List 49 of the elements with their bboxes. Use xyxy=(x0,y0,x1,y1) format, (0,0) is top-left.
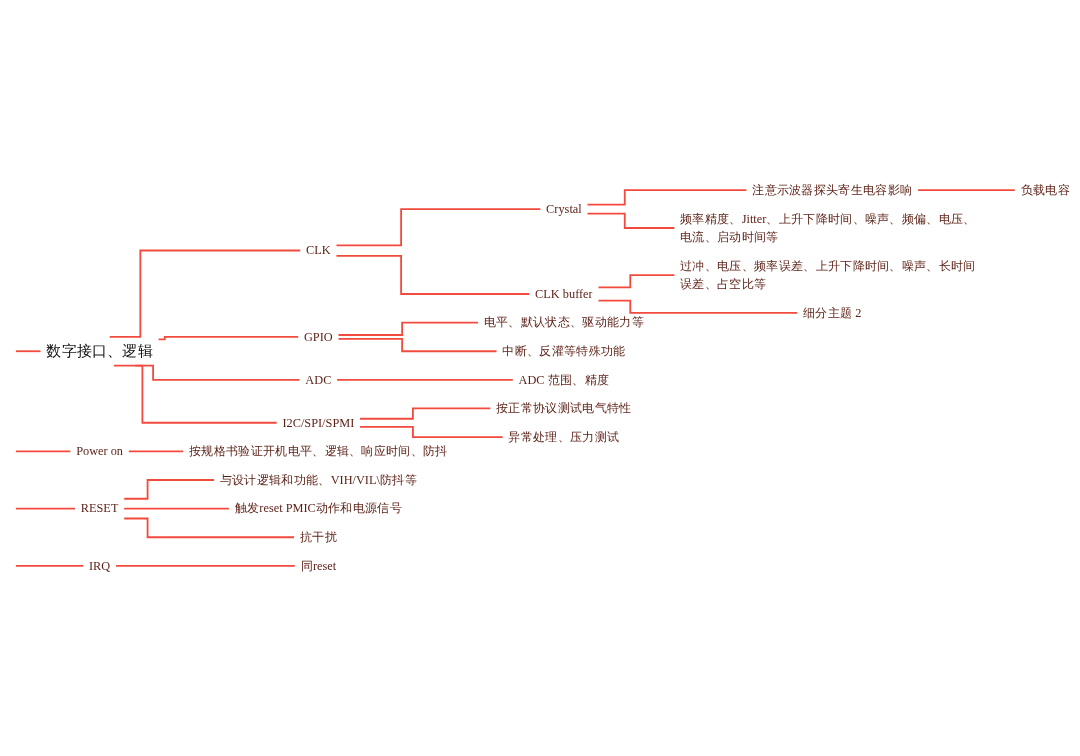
topic-label: ADC xyxy=(305,372,332,387)
connector xyxy=(15,450,72,453)
connector xyxy=(123,507,230,510)
topic-label: 负载电容 xyxy=(1020,183,1070,197)
topic-label: 电平、默认状态、驱动能力等 xyxy=(483,315,644,330)
connector xyxy=(335,254,531,295)
connector xyxy=(108,249,302,338)
topic-label: 细分主题 2 xyxy=(803,305,862,320)
topic-label: Power on xyxy=(76,444,124,459)
topic-label: 同reset xyxy=(300,558,337,573)
topic-label: 与设计逻辑和功能、VIH/VIL\防抖等 xyxy=(219,472,417,487)
connector xyxy=(597,274,676,289)
connector xyxy=(337,338,498,353)
connector xyxy=(157,336,300,341)
connector xyxy=(336,378,514,381)
topic-label: ADC 范围、精度 xyxy=(518,372,610,387)
connector xyxy=(15,350,42,353)
connector xyxy=(359,407,492,420)
topic-label: CLK xyxy=(306,243,331,258)
connector xyxy=(115,564,296,567)
topic-label: 抗干扰 xyxy=(299,530,337,544)
topic-label: 过冲、电压、频率误差、上升下降时间、噪声、长时间误差、占空比等 xyxy=(680,258,976,292)
topic-label: IRQ xyxy=(89,558,111,573)
topic-label: Crystal xyxy=(546,202,582,216)
topic-label: 注意示波器探头寄生电容影响 xyxy=(752,183,913,197)
connector xyxy=(337,321,479,336)
topic-label: GPIO xyxy=(304,329,333,344)
topic-label: 按规格书验证开机电平、逻辑、响应时间、防抖 xyxy=(189,444,448,459)
topic-label: 按正常协议测试电气特性 xyxy=(496,401,632,416)
connector xyxy=(112,364,278,424)
connector xyxy=(123,479,215,500)
connector xyxy=(597,299,799,314)
topic-label: I2C/SPI/SPMI xyxy=(282,415,355,430)
root-topic-label: 数字接口、逻辑 xyxy=(46,342,153,360)
connector xyxy=(123,517,295,539)
connector xyxy=(127,450,185,453)
topic-label: 触发reset PMIC动作和电源信号 xyxy=(234,501,402,516)
connector xyxy=(359,425,504,438)
connector xyxy=(335,208,542,247)
connector xyxy=(15,507,76,510)
topic-label: RESET xyxy=(80,501,119,516)
topic-label: 中断、反灌等特殊功能 xyxy=(502,344,626,358)
connector xyxy=(586,212,676,229)
topic-label: 频率精度、Jitter、上升下降时间、噪声、频偏、电压、电流、启动时间等 xyxy=(680,211,976,244)
topic-label: 异常处理、压力测试 xyxy=(508,430,620,444)
connector xyxy=(586,189,748,206)
connector xyxy=(15,564,85,567)
topic-label: CLK buffer xyxy=(535,286,593,301)
connector xyxy=(917,189,1016,192)
